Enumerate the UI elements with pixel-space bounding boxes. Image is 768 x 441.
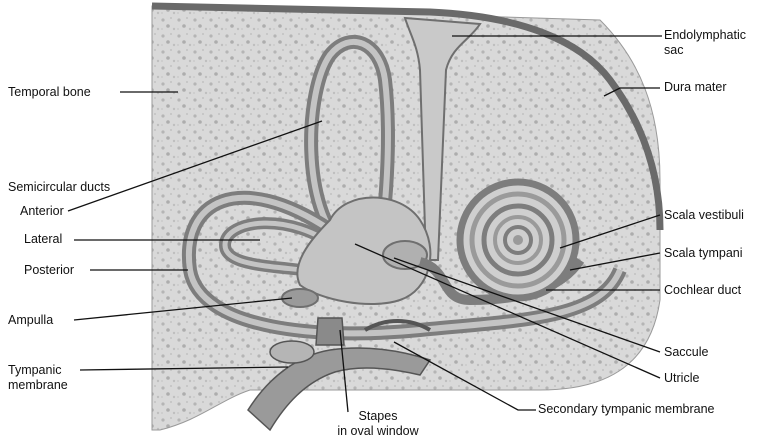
- label-anterior: Anterior: [20, 204, 64, 219]
- label-scala-tympani: Scala tympani: [664, 246, 743, 261]
- ossicle-shape: [270, 341, 314, 363]
- label-tympanic-line1: Tympanic: [8, 363, 68, 378]
- label-endolymphatic-sac: Endolymphatic sac: [664, 28, 746, 58]
- label-stapes: Stapes in oval window: [318, 409, 438, 439]
- label-stapes-line2: in oval window: [318, 424, 438, 439]
- label-secondary-tympanic-membrane: Secondary tympanic membrane: [538, 402, 714, 417]
- label-temporal-bone: Temporal bone: [8, 85, 91, 100]
- label-ampulla: Ampulla: [8, 313, 53, 328]
- label-endolymphatic-line2: sac: [664, 43, 746, 58]
- label-cochlear-duct: Cochlear duct: [664, 283, 741, 298]
- label-endolymphatic-line1: Endolymphatic: [664, 28, 746, 43]
- label-saccule: Saccule: [664, 345, 708, 360]
- label-stapes-line1: Stapes: [318, 409, 438, 424]
- label-semicircular-ducts: Semicircular ducts: [8, 180, 110, 195]
- label-posterior: Posterior: [24, 263, 74, 278]
- label-tympanic-membrane: Tympanic membrane: [8, 363, 68, 393]
- label-lateral: Lateral: [24, 232, 62, 247]
- cochlea: [460, 182, 576, 298]
- label-scala-vestibuli: Scala vestibuli: [664, 208, 744, 223]
- label-dura-mater: Dura mater: [664, 80, 727, 95]
- label-tympanic-line2: membrane: [8, 378, 68, 393]
- label-utricle: Utricle: [664, 371, 699, 386]
